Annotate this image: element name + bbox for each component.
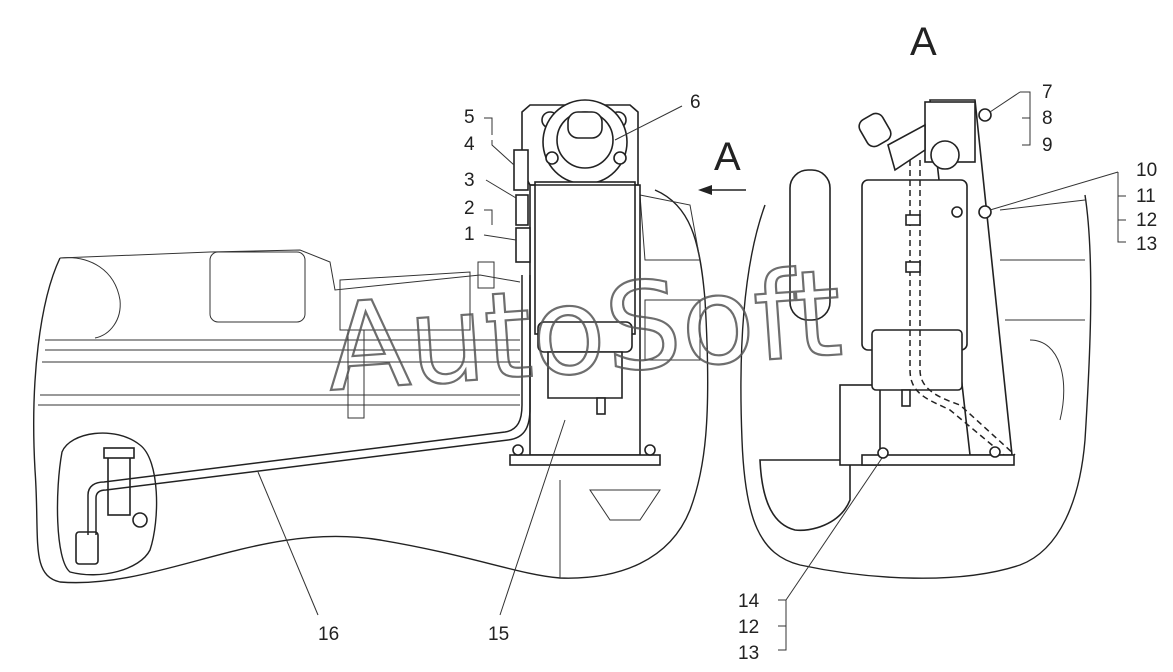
leader-5-4: [484, 117, 515, 166]
left-view-outline: [33, 189, 709, 584]
engine-top-line: [59, 249, 521, 291]
callout-11: 11: [1136, 186, 1156, 207]
clamp-1-2: [515, 227, 531, 263]
pump-body: [107, 454, 131, 516]
leader-16: [257, 471, 319, 616]
hidden-fuel-line: [909, 160, 1011, 461]
fuel-pipe-outer: [87, 275, 523, 535]
base-bolt-right-14: [877, 447, 889, 459]
air-bleed-screw: [858, 112, 892, 148]
callout-13: 13: [1136, 234, 1157, 255]
engine-pipe-right: [789, 169, 831, 321]
clip-lower: [905, 261, 921, 273]
clamp-3: [515, 194, 529, 226]
callout-15: 15: [488, 624, 509, 645]
callout-1: 1: [464, 224, 475, 245]
leader-1: [483, 234, 517, 241]
leader-6: [614, 105, 683, 141]
engine-cover: [209, 251, 306, 323]
callout-2: 2: [464, 198, 475, 219]
pipe-fitting: [75, 531, 99, 565]
engine-stud: [477, 261, 495, 289]
left-leaders: [257, 105, 683, 616]
bracket-base: [509, 454, 661, 466]
filter-bowl-right: [871, 329, 963, 391]
callout-10: 10: [1136, 160, 1157, 181]
engine-block-detail: [339, 271, 471, 331]
leader-3: [485, 179, 517, 199]
callout-14: 14: [738, 591, 760, 612]
head-bolt-right: [613, 151, 627, 165]
base-bolt-right: [644, 444, 656, 456]
callout-7: 7: [1042, 82, 1053, 103]
leader-14: [785, 457, 883, 601]
engine-detail-right: [999, 199, 1086, 421]
callout-12-bottom: 12: [738, 617, 759, 638]
view-label-a: A: [910, 20, 937, 64]
secondary-filter: [759, 459, 851, 532]
callout-4: 4: [464, 134, 475, 155]
callout-6: 6: [690, 92, 701, 113]
view-arrow-label: A: [714, 135, 741, 179]
filter-element: [534, 181, 636, 335]
right-leaders: [778, 91, 1126, 651]
leader-7: [989, 91, 1021, 113]
bracket-7-9: [1020, 91, 1031, 146]
drain-valve-right: [901, 389, 911, 407]
callout-12: 12: [1136, 210, 1157, 231]
watermark: AutoSoft: [322, 244, 846, 419]
left-view: [33, 99, 709, 584]
bracket-base-right: [861, 454, 1015, 466]
leader-15: [499, 419, 566, 616]
head-port-right: [930, 140, 960, 170]
pump-cap: [103, 447, 135, 459]
callout-16: 16: [318, 624, 339, 645]
hidden-fuel-line-inner: [919, 160, 1016, 456]
filter-stand: [839, 384, 881, 466]
callout-5: 5: [464, 107, 475, 128]
clip-upper: [905, 214, 921, 226]
right-view-a: [740, 99, 1092, 579]
bracket-14-13: [778, 599, 787, 651]
engine-round-part: [59, 257, 121, 339]
callout-3: 3: [464, 170, 475, 191]
engine-side-blocks: [639, 194, 701, 361]
head-bolt-left: [545, 151, 559, 165]
clamp-bolt-5-4: [513, 149, 529, 191]
pump-detail-outline: [56, 432, 158, 576]
right-view-outline: [740, 194, 1092, 579]
filter-bowl: [547, 351, 623, 399]
callout-8: 8: [1042, 108, 1053, 129]
head-neck: [887, 123, 926, 172]
bolt-7-8-9: [978, 108, 992, 122]
view-arrow-head: [698, 185, 712, 195]
engine-rail-lines: [38, 339, 520, 406]
callout-13-bottom: 13: [738, 643, 759, 664]
bolt-10-13: [978, 205, 992, 219]
leader-10: [989, 171, 1119, 211]
bracket-10-13: [1117, 172, 1126, 243]
fitting-bolt: [132, 512, 148, 528]
base-bolt-left: [512, 444, 524, 456]
engine-lower-detail: [559, 480, 661, 578]
callout-9: 9: [1042, 135, 1053, 156]
drain-valve: [596, 397, 606, 415]
filter-head-plug: [567, 111, 603, 139]
base-bolt-right-b: [989, 446, 1001, 458]
nut-10-13: [951, 206, 963, 218]
leader-2-bracket: [484, 209, 493, 225]
